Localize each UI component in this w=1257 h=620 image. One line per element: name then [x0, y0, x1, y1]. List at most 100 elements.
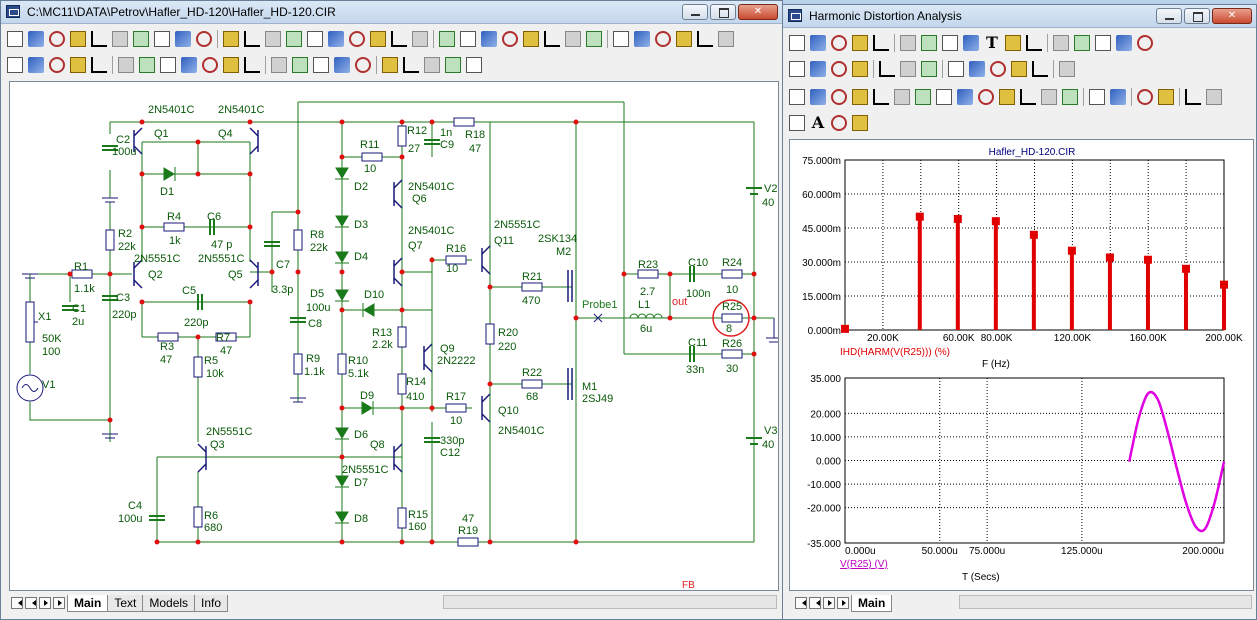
analysis-horizontal-scrollbar[interactable]	[959, 595, 1252, 609]
toolbar-tool-icon[interactable]	[445, 57, 461, 73]
toolbar-tool-icon[interactable]	[466, 57, 482, 73]
toolbar-tool-icon[interactable]	[49, 57, 65, 73]
toolbar-tool-icon[interactable]	[202, 57, 218, 73]
toolbar-tool-icon[interactable]	[286, 31, 302, 47]
prev-page-icon[interactable]	[25, 597, 37, 609]
toolbar-tool-icon[interactable]	[481, 31, 497, 47]
schematic-titlebar[interactable]: C:\MC11\DATA\Petrov\Hafler_HD-120\Hafler…	[1, 1, 782, 24]
toolbar-tool-icon[interactable]	[28, 31, 44, 47]
toolbar-tool-icon[interactable]	[1005, 35, 1021, 51]
analysis-titlebar[interactable]: Harmonic Distortion Analysis	[783, 5, 1256, 28]
maximize-button[interactable]	[710, 4, 736, 20]
toolbar-tool-icon[interactable]	[831, 115, 847, 131]
toolbar-tool-icon[interactable]	[175, 31, 191, 47]
toolbar-tool-icon[interactable]	[223, 31, 239, 47]
toolbar-tool-icon[interactable]	[990, 61, 1006, 77]
toolbar-tool-icon[interactable]	[7, 57, 23, 73]
toolbar-tool-icon[interactable]	[1158, 89, 1174, 105]
toolbar-tool-icon[interactable]	[91, 57, 107, 73]
toolbar-tool-icon[interactable]	[265, 31, 281, 47]
toolbar-tool-icon[interactable]	[1089, 89, 1105, 105]
toolbar-tool-icon[interactable]	[1137, 35, 1153, 51]
toolbar-tool-icon[interactable]	[223, 57, 239, 73]
toolbar-tool-icon[interactable]	[1095, 35, 1111, 51]
first-page-icon[interactable]	[11, 597, 23, 609]
toolbar-tool-icon[interactable]	[789, 115, 805, 131]
toolbar-tool-icon[interactable]	[810, 61, 826, 77]
toolbar-tool-icon[interactable]	[544, 31, 560, 47]
toolbar-tool-icon[interactable]	[391, 31, 407, 47]
toolbar-tool-icon[interactable]	[831, 35, 847, 51]
schematic-horizontal-scrollbar[interactable]	[443, 595, 777, 609]
toolbar-tool-icon[interactable]	[349, 31, 365, 47]
toolbar-tool-icon[interactable]	[1011, 61, 1027, 77]
toolbar-tool-icon[interactable]	[307, 31, 323, 47]
toolbar-tool-icon[interactable]	[91, 31, 107, 47]
toolbar-tool-icon[interactable]	[634, 31, 650, 47]
toolbar-tool-icon[interactable]	[1116, 35, 1132, 51]
toolbar-tool-icon[interactable]	[894, 89, 910, 105]
toolbar-tool-icon[interactable]	[978, 89, 994, 105]
tab-models[interactable]: Models	[142, 594, 196, 612]
toolbar-tool-icon[interactable]	[831, 61, 847, 77]
toolbar-tool-icon[interactable]	[565, 31, 581, 47]
close-button[interactable]	[738, 4, 778, 20]
toolbar-tool-icon[interactable]	[1041, 89, 1057, 105]
toolbar-tool-icon[interactable]	[942, 35, 958, 51]
toolbar-tool-icon[interactable]	[655, 31, 671, 47]
toolbar-tool-icon[interactable]	[852, 61, 868, 77]
toolbar-tool-icon[interactable]	[412, 31, 428, 47]
toolbar-tool-icon[interactable]	[7, 31, 23, 47]
toolbar-tool-icon[interactable]	[969, 61, 985, 77]
analysis-minimize-button[interactable]	[1156, 8, 1182, 24]
text-tool-icon[interactable]: A	[811, 113, 825, 132]
analysis-last-page-icon[interactable]	[837, 597, 849, 609]
toolbar-tool-icon[interactable]	[70, 31, 86, 47]
toolbar-tool-icon[interactable]	[613, 31, 629, 47]
toolbar-tool-icon[interactable]	[49, 31, 65, 47]
text-tool-icon[interactable]: T	[986, 33, 998, 52]
toolbar-tool-icon[interactable]	[900, 35, 916, 51]
toolbar-tool-icon[interactable]	[28, 57, 44, 73]
schematic-drawing[interactable]: 2N5401C2N5401CC2100uQ1Q4D1R222kR41kC647 …	[10, 82, 782, 591]
toolbar-tool-icon[interactable]	[831, 89, 847, 105]
toolbar-tool-icon[interactable]	[948, 61, 964, 77]
toolbar-tool-icon[interactable]	[900, 61, 916, 77]
toolbar-tool-icon[interactable]	[154, 31, 170, 47]
toolbar-tool-icon[interactable]	[999, 89, 1015, 105]
toolbar-tool-icon[interactable]	[873, 35, 889, 51]
toolbar-tool-icon[interactable]	[1020, 89, 1036, 105]
analysis-plots[interactable]: Hafler_HD-120.CIR 75.000m60.000m45.000m3…	[790, 140, 1253, 590]
analysis-first-page-icon[interactable]	[795, 597, 807, 609]
toolbar-tool-icon[interactable]	[460, 31, 476, 47]
toolbar-tool-icon[interactable]	[957, 89, 973, 105]
next-page-icon[interactable]	[39, 597, 51, 609]
toolbar-tool-icon[interactable]	[697, 31, 713, 47]
toolbar-tool-icon[interactable]	[328, 31, 344, 47]
toolbar-tool-icon[interactable]	[789, 35, 805, 51]
analysis-next-page-icon[interactable]	[823, 597, 835, 609]
toolbar-tool-icon[interactable]	[370, 31, 386, 47]
toolbar-tool-icon[interactable]	[1059, 61, 1075, 77]
toolbar-tool-icon[interactable]	[852, 35, 868, 51]
toolbar-tool-icon[interactable]	[1206, 89, 1222, 105]
toolbar-tool-icon[interactable]	[810, 89, 826, 105]
toolbar-tool-icon[interactable]	[963, 35, 979, 51]
toolbar-tool-icon[interactable]	[676, 31, 692, 47]
toolbar-tool-icon[interactable]	[852, 89, 868, 105]
toolbar-tool-icon[interactable]	[244, 57, 260, 73]
toolbar-tool-icon[interactable]	[196, 31, 212, 47]
toolbar-tool-icon[interactable]	[313, 57, 329, 73]
toolbar-tool-icon[interactable]	[424, 57, 440, 73]
analysis-close-button[interactable]	[1212, 8, 1252, 24]
toolbar-tool-icon[interactable]	[852, 115, 868, 131]
analysis-maximize-button[interactable]	[1184, 8, 1210, 24]
toolbar-tool-icon[interactable]	[181, 57, 197, 73]
toolbar-tool-icon[interactable]	[70, 57, 86, 73]
toolbar-tool-icon[interactable]	[915, 89, 931, 105]
tab-main[interactable]: Main	[67, 594, 109, 612]
tab-text[interactable]: Text	[107, 594, 144, 612]
toolbar-tool-icon[interactable]	[523, 31, 539, 47]
